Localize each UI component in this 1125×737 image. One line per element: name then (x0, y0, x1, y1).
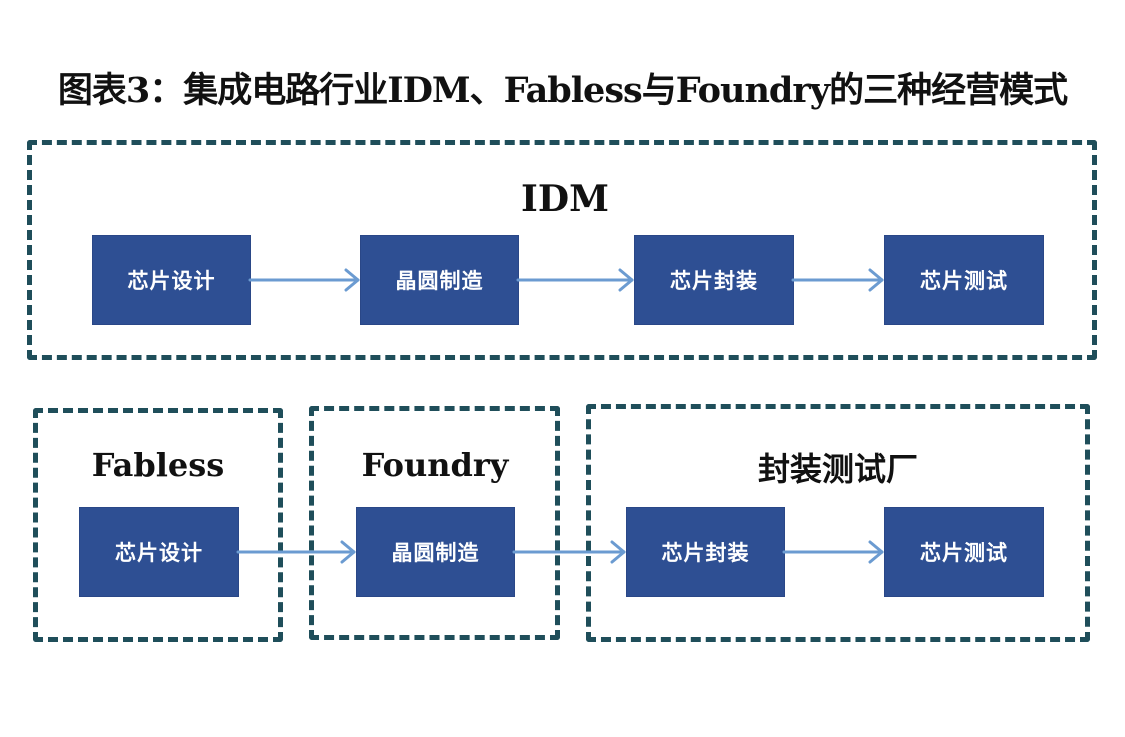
idm-step-chip-design: 芯片设计 (93, 236, 250, 324)
osat-frame (586, 404, 1090, 642)
arrow-osat-internal (782, 540, 884, 564)
idm-frame (27, 140, 1097, 360)
arrow-idm-3 (791, 268, 884, 292)
arrow-idm-2 (516, 268, 634, 292)
fabless-step-chip-design: 芯片设计 (80, 508, 238, 596)
diagram-title: 图表3：集成电路行业IDM、Fabless与Foundry的三种经营模式 (57, 70, 1068, 111)
osat-step-packaging: 芯片封装 (627, 508, 784, 596)
idm-label: IDM (521, 178, 609, 220)
idm-step-packaging: 芯片封装 (635, 236, 793, 324)
arrow-foundry-to-osat (512, 540, 626, 564)
fabless-frame (33, 408, 283, 642)
osat-step-testing: 芯片测试 (885, 508, 1043, 596)
arrow-fabless-to-foundry (236, 540, 356, 564)
idm-step-testing: 芯片测试 (885, 236, 1043, 324)
foundry-frame (309, 406, 560, 640)
osat-label: 封装测试厂 (757, 450, 918, 488)
arrow-idm-1 (248, 268, 360, 292)
foundry-label: Foundry (361, 446, 509, 484)
idm-step-wafer-fab: 晶圆制造 (361, 236, 518, 324)
fabless-label: Fabless (91, 446, 225, 484)
foundry-step-wafer-fab: 晶圆制造 (357, 508, 514, 596)
